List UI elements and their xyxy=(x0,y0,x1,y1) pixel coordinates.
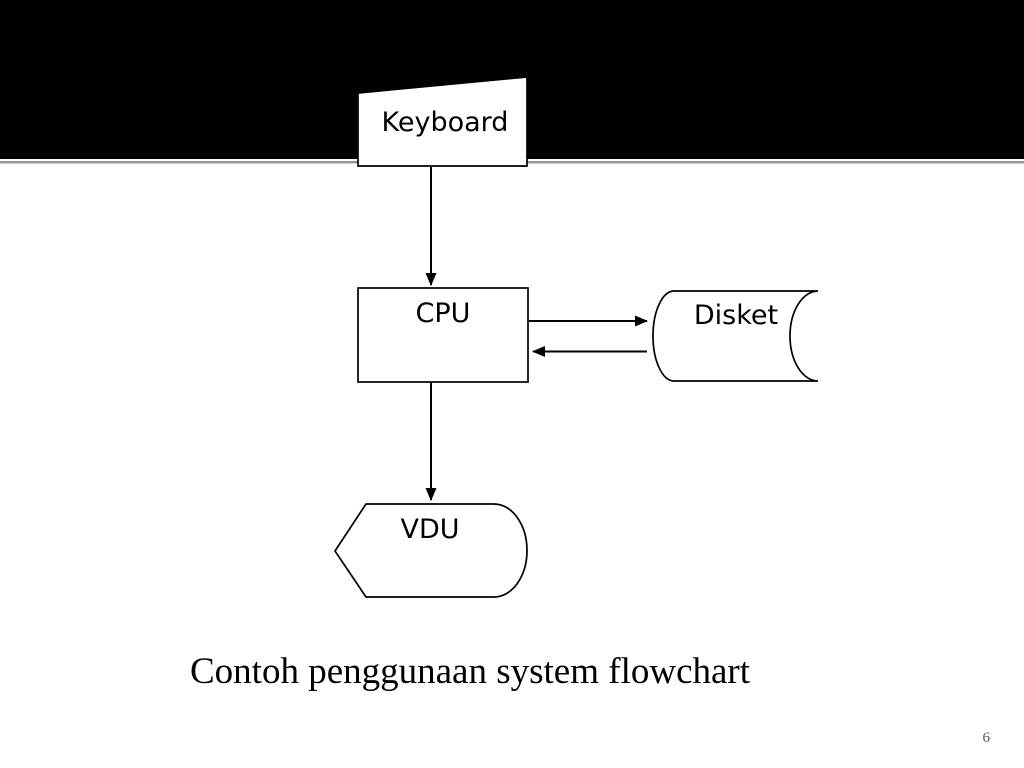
node-keyboard: Keyboard xyxy=(357,76,528,167)
slide-caption: Contoh penggunaan system flowchart xyxy=(190,651,751,692)
cpu-label: CPU xyxy=(416,298,471,329)
disket-label: Disket xyxy=(694,300,778,331)
keyboard-label: Keyboard xyxy=(382,107,509,138)
node-disket: Disket xyxy=(652,290,819,382)
vdu-label: VDU xyxy=(400,514,459,545)
keyboard-shape xyxy=(357,76,528,167)
node-cpu: CPU xyxy=(357,287,529,383)
node-vdu: VDU xyxy=(333,503,528,598)
cpu-shape xyxy=(357,287,529,383)
disket-shape xyxy=(652,290,819,382)
page-number: 6 xyxy=(982,730,991,746)
vdu-shape xyxy=(333,503,528,598)
